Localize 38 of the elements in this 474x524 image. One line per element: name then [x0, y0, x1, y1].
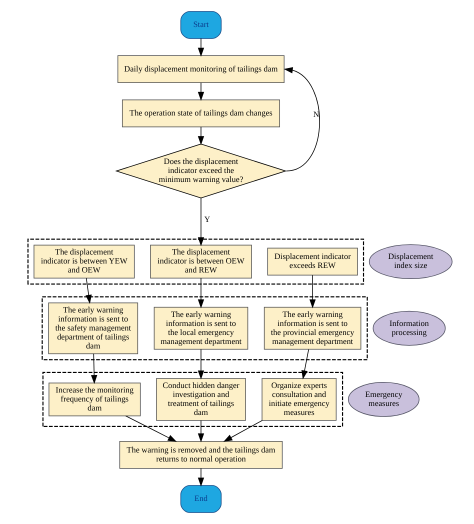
arrow — [198, 198, 204, 246]
edge-label: N — [313, 110, 320, 120]
arrow — [198, 38, 204, 57]
node-ellipse: Information processing — [372, 310, 446, 346]
arrow — [309, 274, 316, 308]
node-box: The operation state of tailings dam changes — [122, 99, 280, 128]
arrow — [198, 278, 204, 308]
cluster — [42, 372, 344, 427]
arrow — [125, 416, 177, 442]
cluster — [27, 238, 364, 285]
node-box: The early warning information is sent to the safety management department of tailings dam — [48, 302, 138, 354]
edge-label: Y — [204, 214, 210, 224]
cluster — [42, 296, 368, 360]
arrow — [198, 420, 204, 442]
node-box: Conduct hidden danger investigation and treatment of tailings dam — [156, 378, 246, 421]
node-box: Organize experts consultation and initiate emergency measures — [262, 378, 337, 421]
node-ellipse: Emergency measures — [348, 382, 420, 417]
node-box: The warning is removed and the tailings dam returns to normal operation — [119, 441, 283, 469]
node-box: The displacement indicator is between OEW and REW — [150, 244, 252, 278]
arrow — [284, 67, 320, 172]
arrow — [198, 126, 204, 146]
node-ellipse: Displacement index size — [368, 244, 452, 280]
node-box: Daily displacement monitoring of tailings dam — [117, 55, 284, 83]
node-box: The early warning information is sent to the local emergency management department — [154, 306, 248, 350]
node-box: The early warning information is sent to the provincial emergency management department — [264, 306, 362, 350]
node-box: Start — [180, 11, 222, 39]
arrow — [86, 278, 92, 304]
node-box: End — [180, 485, 222, 513]
arrow — [301, 349, 309, 380]
node-box: Displacement indicator exceeds REW — [267, 248, 358, 276]
arrow — [223, 420, 263, 442]
arrow — [198, 349, 204, 380]
arrow — [90, 353, 98, 384]
node-box: Increase the monitoring frequency of tailings dam — [48, 382, 141, 416]
node-diamond: Does the displacement indicator exceed the minimum warning value? — [115, 144, 287, 198]
arrow — [198, 468, 204, 487]
node-box: The displacement indicator is between YEW and OEW — [34, 244, 135, 278]
arrow — [198, 82, 204, 101]
